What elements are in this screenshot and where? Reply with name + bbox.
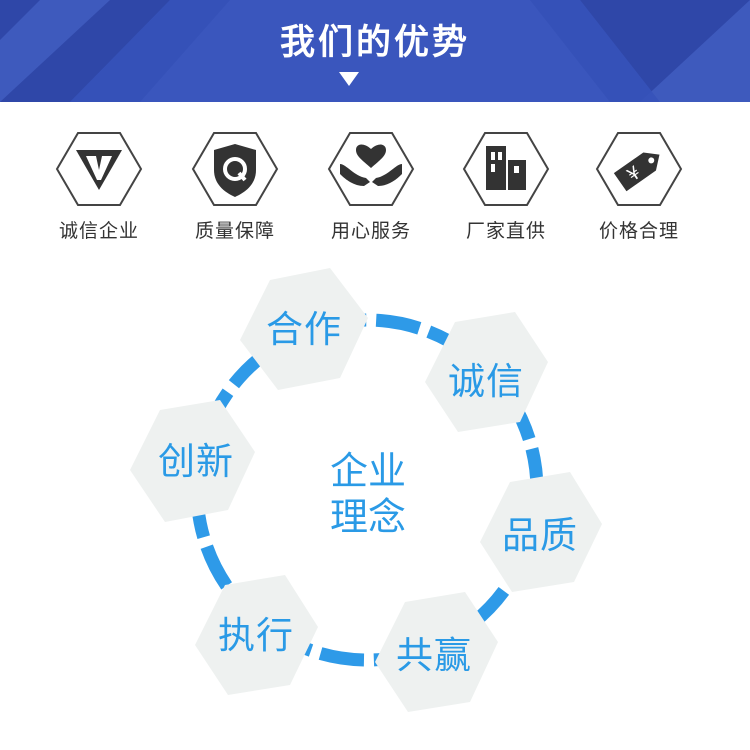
features-row: 诚信企业 质量保障 用心服务 厂家直供 — [0, 130, 750, 250]
center-line-2: 理念 — [329, 495, 406, 539]
feature-label: 质量保障 — [194, 220, 275, 242]
feature-item-quality: 质量保障 — [175, 130, 295, 243]
feature-label: 厂家直供 — [465, 220, 546, 242]
section-title: 我们的优势 — [279, 23, 470, 63]
ring-center-title: 企业 理念 — [298, 448, 438, 540]
ring-item-execution: 执行 — [218, 614, 294, 657]
ring-item-win-win: 共赢 — [396, 634, 472, 677]
feature-item-integrity: 诚信企业 — [39, 130, 159, 243]
ring-graphic — [130, 268, 602, 712]
ring-item-integrity: 诚信 — [448, 360, 524, 403]
banner-background — [0, 0, 750, 102]
heart-hands-icon — [327, 132, 415, 206]
feature-item-service: 用心服务 — [311, 130, 431, 243]
feature-label: 用心服务 — [330, 220, 411, 242]
ring-item-cooperation: 合作 — [266, 308, 342, 351]
factory-buildings-icon — [462, 132, 550, 206]
v-badge-icon — [55, 132, 143, 206]
feature-item-direct-supply: 厂家直供 — [446, 130, 566, 243]
yen-price-tag-icon: ¥ — [595, 132, 683, 206]
feature-label: 诚信企业 — [58, 220, 139, 242]
philosophy-ring: 合作 诚信 品质 共赢 执行 创新 企业 理念 — [0, 260, 750, 750]
header-banner: 我们的优势 — [0, 0, 750, 102]
q-shield-icon — [191, 132, 279, 206]
ring-item-innovation: 创新 — [158, 440, 234, 483]
center-line-1: 企业 — [329, 449, 406, 493]
down-arrow-icon — [339, 72, 359, 86]
ring-item-quality: 品质 — [502, 514, 578, 557]
feature-label: 价格合理 — [598, 220, 679, 242]
feature-item-fair-price: ¥ 价格合理 — [579, 130, 699, 243]
